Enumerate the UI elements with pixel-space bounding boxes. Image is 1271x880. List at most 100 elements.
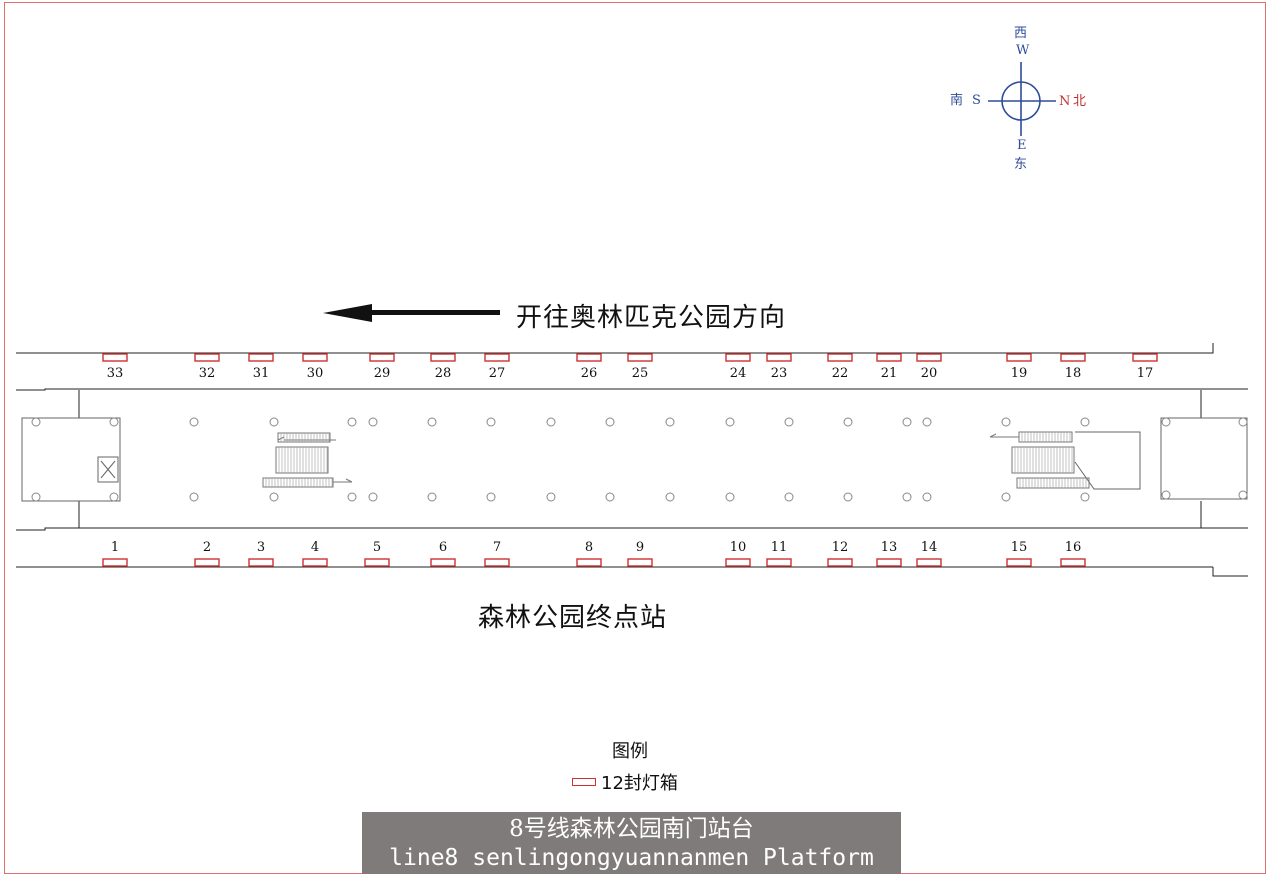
banner-title-cn: 8号线森林公园南门站台: [509, 816, 754, 842]
lightbox-top: [1132, 353, 1158, 362]
lightbox-bottom: [430, 558, 456, 567]
column: [347, 492, 357, 502]
lightbox-number: 13: [880, 540, 898, 555]
lightbox-bottom: [302, 558, 328, 567]
compass-west-cn: 西: [1014, 26, 1028, 41]
column: [546, 492, 556, 502]
lightbox-bottom: [484, 558, 510, 567]
lightbox-top: [627, 353, 653, 362]
column: [1238, 490, 1248, 500]
lightbox-top: [576, 353, 602, 362]
lightbox-number: 26: [580, 366, 598, 381]
compass-south-cn: 南: [950, 93, 964, 108]
lightbox-number: 28: [434, 366, 452, 381]
lightbox-bottom: [248, 558, 274, 567]
column: [109, 492, 119, 502]
lightbox-number: 1: [110, 540, 120, 555]
lightbox-bottom: [576, 558, 602, 567]
compass-south: S: [972, 93, 981, 108]
column: [269, 417, 279, 427]
lightbox-number: 16: [1064, 540, 1082, 555]
column: [109, 417, 119, 427]
lightbox-bottom: [916, 558, 942, 567]
column: [784, 492, 794, 502]
terminal-label: 森林公园终点站: [478, 603, 668, 633]
lightbox-number: 32: [198, 366, 216, 381]
lightbox-number: 3: [256, 540, 266, 555]
lightbox-top: [876, 353, 902, 362]
lightbox-bottom: [766, 558, 792, 567]
column: [368, 492, 378, 502]
lightbox-bottom: [1060, 558, 1086, 567]
lightbox-top: [827, 353, 853, 362]
lightbox-number: 12: [831, 540, 849, 555]
lightbox-number: 21: [880, 366, 898, 381]
lightbox-top: [1006, 353, 1032, 362]
banner-title-en: line8 senlingongyuannanmen Platform: [389, 845, 874, 871]
lightbox-top: [302, 353, 328, 362]
lightbox-number: 33: [106, 366, 124, 381]
column: [31, 417, 41, 427]
lightbox-top: [248, 353, 274, 362]
column: [1080, 417, 1090, 427]
column: [665, 417, 675, 427]
column: [725, 492, 735, 502]
escalator-left-steps: [265, 433, 333, 487]
lightbox-number: 9: [635, 540, 645, 555]
column: [902, 492, 912, 502]
lightbox-number: 17: [1136, 366, 1154, 381]
escalator-left: [262, 432, 353, 488]
legend-title: 图例: [612, 741, 648, 762]
lightboxes: [102, 353, 1158, 567]
lightbox-top: [916, 353, 942, 362]
lightbox-top: [369, 353, 395, 362]
lightbox-bottom: [1006, 558, 1032, 567]
lightbox-number: 27: [488, 366, 506, 381]
column: [725, 417, 735, 427]
legend-lightbox-icon: [572, 778, 596, 786]
column: [486, 492, 496, 502]
lightbox-number: 11: [770, 540, 788, 555]
column: [427, 417, 437, 427]
column: [665, 492, 675, 502]
platform-outline: [16, 343, 1248, 577]
legend-item-label: 12封灯箱: [601, 773, 678, 794]
column: [843, 417, 853, 427]
lightbox-bottom: [725, 558, 751, 567]
compass-east-cn: 东: [1014, 157, 1028, 172]
column: [347, 417, 357, 427]
compass-north-cn: 北: [1073, 94, 1087, 109]
lightbox-number: 8: [584, 540, 594, 555]
lightbox-number: 5: [372, 540, 382, 555]
lightbox-bottom: [627, 558, 653, 567]
lightbox-number: 10: [729, 540, 747, 555]
compass-east: E: [1017, 138, 1027, 153]
lightbox-bottom: [102, 558, 128, 567]
lightbox-bottom: [194, 558, 220, 567]
column: [922, 417, 932, 427]
compass-north: N: [1059, 94, 1071, 109]
column: [189, 417, 199, 427]
column: [1001, 492, 1011, 502]
lightbox-number: 7: [492, 540, 502, 555]
lightbox-bottom: [876, 558, 902, 567]
lightbox-number: 18: [1064, 366, 1082, 381]
lightbox-top: [1060, 353, 1086, 362]
column: [31, 492, 41, 502]
lightbox-bottom: [364, 558, 390, 567]
direction-arrow: [323, 304, 500, 322]
column: [368, 417, 378, 427]
lightbox-number: 19: [1010, 366, 1028, 381]
compass-west: W: [1016, 43, 1030, 58]
lightbox-number: 23: [770, 366, 788, 381]
direction-label: 开往奥林匹克公园方向: [516, 303, 787, 333]
column: [486, 417, 496, 427]
lightbox-top: [194, 353, 220, 362]
column: [269, 492, 279, 502]
compass-rose: [988, 62, 1056, 136]
column: [1001, 417, 1011, 427]
lightbox-number: 20: [920, 366, 938, 381]
lightbox-number: 14: [920, 540, 938, 555]
column: [427, 492, 437, 502]
